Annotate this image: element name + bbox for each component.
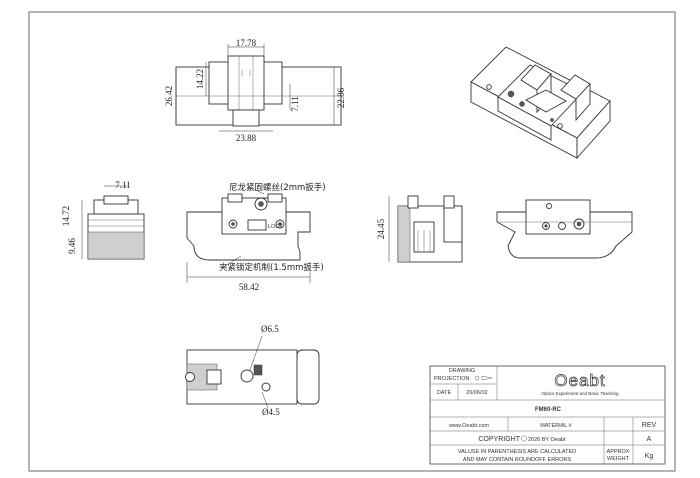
tb-note-line2: AND MAY CONTAIN ROUNDOFF ERRORS <box>463 457 572 463</box>
front-view-lock-label: LOCK <box>268 224 283 230</box>
note-lock-mechanism: 夹紧锁定机制(1.5mm扳手) <box>219 262 324 273</box>
tb-date-label: DATE <box>437 390 452 396</box>
tb-logo-subtitle: Optics Experiment and Basic Teaching <box>542 391 619 396</box>
rear-view <box>496 199 633 259</box>
sheet-border <box>28 11 676 472</box>
tb-rev-value: A <box>647 436 652 443</box>
dim-top-inner-height: 14.22 <box>195 69 205 89</box>
dim-side-base: 9.46 <box>67 238 77 254</box>
tb-drawing-label: DRAWING <box>449 368 475 374</box>
dim-top-right-height: 22.86 <box>336 87 346 108</box>
dim-top-center: 7.11 <box>290 96 300 111</box>
iso-lock-block <box>525 89 567 113</box>
tb-approx-label: APPROX <box>607 449 630 455</box>
tb-date-value: 26/06/02 <box>466 390 487 396</box>
tb-projection-label: PROJECTION <box>434 376 469 382</box>
note-nylon-screw: 尼龙紧固螺丝(2mm扳手) <box>229 182 326 193</box>
bottom-view-hole-small <box>261 382 271 392</box>
top-view-lower-tab <box>232 109 260 127</box>
tb-rev-label: REV <box>642 422 657 429</box>
top-view: 17.78 26.42 14.22 7.11 22.86 23.88 <box>164 38 346 143</box>
tb-weight-unit: Kg <box>645 453 654 460</box>
tb-part-name: FM60-RC <box>535 407 562 413</box>
tb-weight-label: WEIGHT <box>607 456 630 462</box>
tb-note-line1: VALUSE IN PARENTHESIS ARE CALCULATED <box>458 449 576 455</box>
tb-website: www.Oeabt.com <box>448 423 489 429</box>
bottom-view: Ø6.5 Ø4.5 <box>185 324 320 417</box>
tb-material-label: MATERIAL # <box>540 423 572 429</box>
dim-top-bottom-width: 23.88 <box>236 133 257 143</box>
projection-symbol-icon <box>474 375 480 381</box>
front-view: LOCK 尼龙紧固螺丝(2mm扳手) 夹紧锁定机制(1.5mm扳手) 58.42 <box>186 182 326 292</box>
copyright-icon <box>521 435 527 442</box>
dim-side-height: 14.72 <box>61 206 71 226</box>
dim-right-height: 24.45 <box>376 218 386 239</box>
title-block-frame <box>429 365 666 465</box>
dim-top-outer-height: 26.42 <box>164 86 174 106</box>
iso-screw <box>507 90 515 98</box>
top-view-center-block <box>227 55 265 111</box>
tb-copyright: COPYRIGHT <box>478 436 520 443</box>
dim-side-top: 7.11 <box>115 180 130 190</box>
isometric-view <box>470 46 611 160</box>
dim-hole-small: Ø4.5 <box>262 407 280 417</box>
side-view-left: 7.11 14.72 9.46 <box>61 180 145 260</box>
tb-logo: Oeabt <box>554 371 605 390</box>
right-view: 24.45 <box>376 195 463 263</box>
title-block: DRAWING PROJECTION DATE 26/06/02 Oeabt O… <box>429 365 666 465</box>
dim-front-width: 58.42 <box>239 282 259 292</box>
bottom-view-hole-large <box>240 369 254 383</box>
dim-top-width: 17.78 <box>236 38 257 48</box>
tb-copyright-sub: 2026 BY Oeabt <box>528 437 566 443</box>
dim-hole-large: Ø6.5 <box>261 324 279 334</box>
